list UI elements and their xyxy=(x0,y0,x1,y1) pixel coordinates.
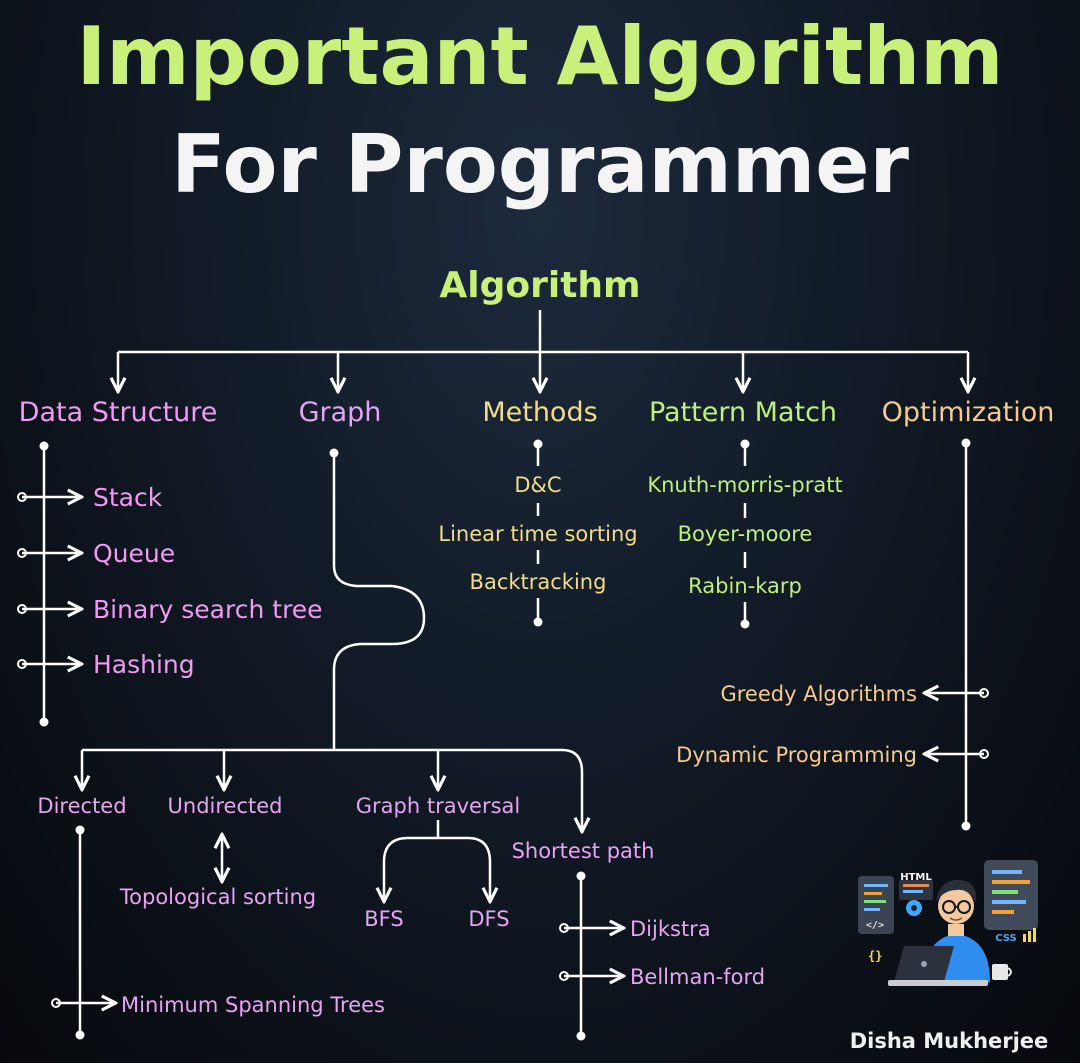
code-glyph: </> xyxy=(866,920,884,931)
css-label: CSS xyxy=(995,933,1016,944)
traversal-item-dfs: DFS xyxy=(468,907,509,931)
methods-branch xyxy=(533,439,543,627)
ds-item-bst: Binary search tree xyxy=(93,595,323,624)
optimization-branch xyxy=(926,438,989,831)
programmer-illustration: </> HTML CSS {} xyxy=(858,860,1038,986)
pattern-branch xyxy=(740,439,750,629)
directed-branch xyxy=(51,825,114,1040)
ds-item-hashing: Hashing xyxy=(93,650,195,679)
category-optimization: Optimization xyxy=(882,397,1055,428)
undirected-item-topo: Topological sorting xyxy=(119,885,316,909)
methods-item-linear-sort: Linear time sorting xyxy=(438,522,637,546)
title-line-1: Important Algorithm xyxy=(76,10,1003,103)
graph-traversal: Graph traversal xyxy=(356,794,520,818)
title-line-2: For Programmer xyxy=(171,118,909,211)
ds-item-stack: Stack xyxy=(93,483,163,512)
category-pattern-match: Pattern Match xyxy=(649,397,837,428)
methods-item-backtracking: Backtracking xyxy=(470,570,607,594)
root-node: Algorithm xyxy=(439,265,640,306)
coffee-mug-icon xyxy=(992,964,1008,980)
ds-item-queue: Queue xyxy=(93,539,175,568)
author-name: Disha Mukherjee xyxy=(850,1029,1049,1053)
methods-item-dc: D&C xyxy=(514,473,561,497)
pattern-item-rabin: Rabin-karp xyxy=(688,574,802,598)
traversal-item-bfs: BFS xyxy=(364,907,403,931)
category-methods: Methods xyxy=(482,397,597,428)
pattern-item-kmp: Knuth-morris-pratt xyxy=(647,473,842,497)
directed-item-mst: Minimum Spanning Trees xyxy=(121,993,385,1017)
category-graph: Graph xyxy=(299,397,382,428)
shortest-item-bellman: Bellman-ford xyxy=(630,965,765,989)
shortest-item-dijkstra: Dijkstra xyxy=(630,917,711,941)
graph-branch xyxy=(82,448,582,831)
pattern-item-boyer: Boyer-moore xyxy=(678,522,813,546)
category-data-structure: Data Structure xyxy=(19,397,218,428)
braces-glyph: {} xyxy=(868,949,882,963)
html-label: HTML xyxy=(900,872,932,883)
graph-directed: Directed xyxy=(37,794,126,818)
shortest-branch xyxy=(559,871,622,1041)
optimization-item-greedy: Greedy Algorithms xyxy=(720,682,917,706)
optimization-item-dp: Dynamic Programming xyxy=(676,743,917,767)
traversal-branch xyxy=(384,820,490,900)
data-structure-branch xyxy=(17,441,80,727)
graph-shortest-path: Shortest path xyxy=(512,839,655,863)
top-connectors xyxy=(118,310,968,390)
graph-undirected: Undirected xyxy=(168,794,283,818)
